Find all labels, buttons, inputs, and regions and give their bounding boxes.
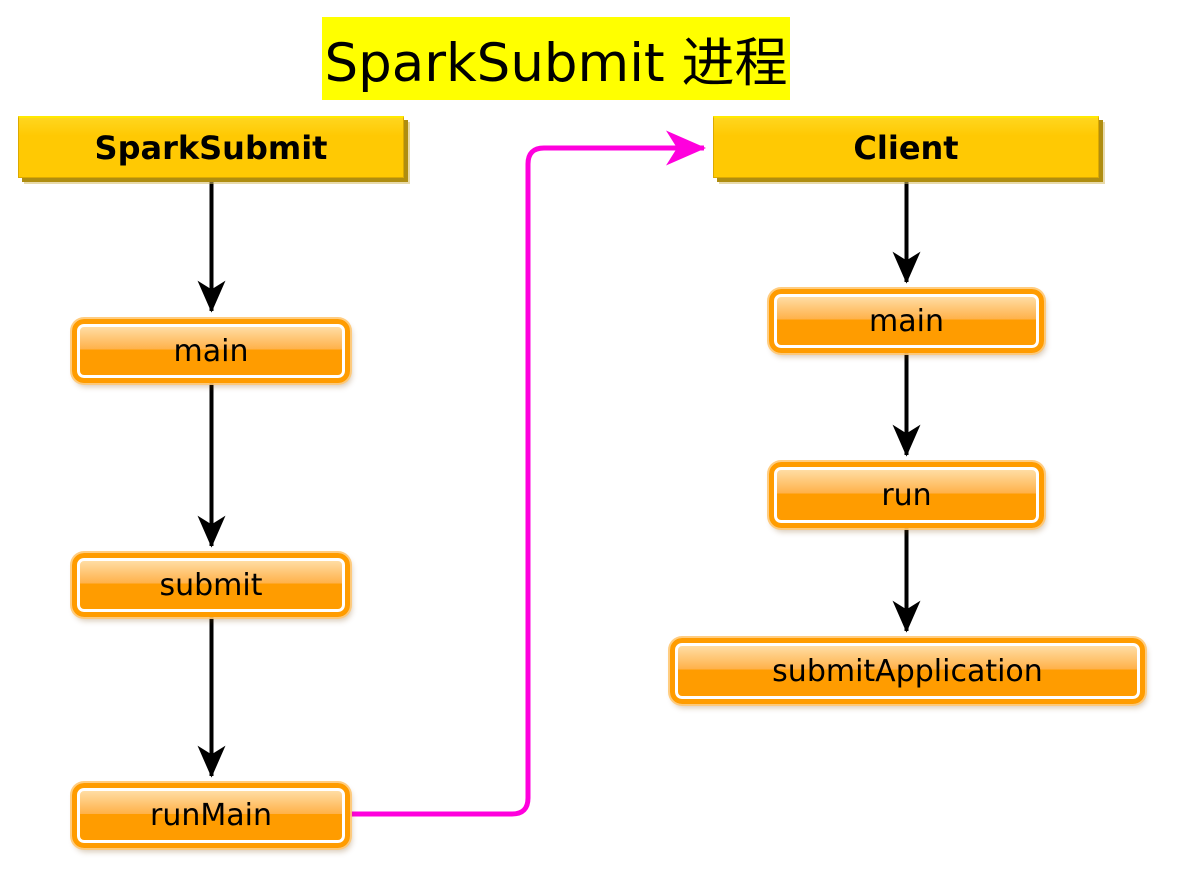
method-node-client-main: main [769,289,1044,353]
method-node-sparksubmit-runmain: runMain [72,783,350,848]
diagram-title: SparkSubmit 进程 [322,17,790,100]
method-node-sparksubmit-submit: submit [72,553,350,617]
class-box-client: Client [713,116,1099,178]
method-node-client-submitapplication: submitApplication [670,638,1145,704]
arrow-runmain-to-client [350,130,707,817]
method-node-client-run: run [769,462,1044,528]
class-box-sparksubmit: SparkSubmit [18,116,404,178]
method-node-sparksubmit-main: main [72,319,350,383]
